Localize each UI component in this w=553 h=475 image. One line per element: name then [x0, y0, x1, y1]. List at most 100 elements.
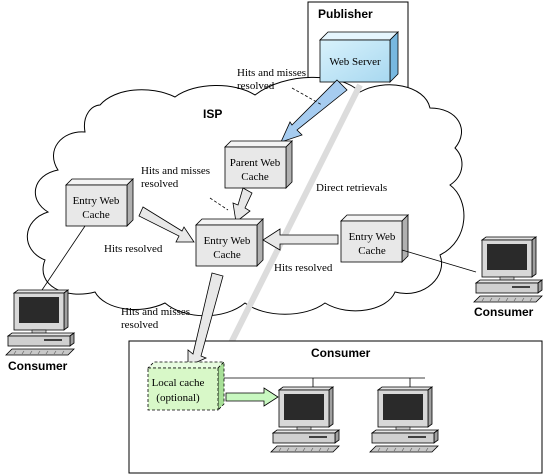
base-unit [7, 335, 71, 347]
parent-to-center-arrow [232, 187, 253, 223]
keyboard-key [425, 447, 429, 452]
monitor-side [63, 289, 69, 331]
monitor-screen [19, 297, 59, 323]
keyboard-key [29, 350, 33, 355]
disk-slot [408, 436, 426, 438]
web-server-label: Web Server [329, 56, 381, 68]
computer-local-1 [270, 386, 341, 453]
local-cache-line2: (optional) [156, 392, 200, 404]
web-server: Web Server [319, 31, 399, 83]
keyboard-key [278, 447, 282, 452]
computer-consumer-right [473, 236, 544, 303]
monitor-side [531, 236, 537, 278]
left-to-center-arrow [138, 206, 195, 243]
keyboard-key [61, 350, 65, 355]
keyboard-key [513, 297, 517, 302]
base-unit [272, 432, 336, 444]
keyboard-key [302, 447, 306, 452]
parent-cache-line1: Parent Web [230, 157, 281, 169]
base-unit [475, 282, 539, 294]
monitor-side [328, 386, 334, 428]
base-top [370, 429, 440, 434]
entry-right-line2: Cache [358, 245, 386, 257]
monitor-top [376, 386, 434, 391]
hits-misses-bottom-line1: Hits and misses [121, 306, 190, 318]
entry-left-line2: Cache [82, 209, 110, 221]
keyboard-key [417, 447, 421, 452]
hits-resolved-right: Hits resolved [274, 262, 333, 274]
keyboard-key [409, 447, 413, 452]
keyboard-key [13, 350, 17, 355]
keyboard-key [45, 350, 49, 355]
entry-cache-right: Entry Web Cache [340, 214, 409, 263]
keyboard-key [294, 447, 298, 452]
left-consumer-link [39, 225, 86, 294]
consumer-right-label: Consumer [474, 305, 534, 319]
local-cache-line1: Local cache [152, 377, 205, 389]
keyboard-key [393, 447, 397, 452]
monitor-top [12, 289, 70, 294]
keyboard-key [385, 447, 389, 452]
computer-consumer-left [5, 289, 76, 356]
keyboard-key [489, 297, 493, 302]
hits-misses-top-line1: Hits and misses [237, 67, 306, 79]
keyboard-key [377, 447, 381, 452]
keyboard-key [318, 447, 322, 452]
direct-retrieval-line [212, 83, 363, 377]
monitor-top [277, 386, 335, 391]
local-to-pc-arrow [225, 387, 279, 407]
base-top [6, 332, 76, 337]
disk-slot [512, 286, 530, 288]
entry-center-line2: Cache [213, 249, 241, 261]
parent-web-cache: Parent Web Cache [224, 140, 293, 189]
disk-slot [309, 436, 327, 438]
keyboard-key [310, 447, 314, 452]
hits-misses-mid-leader [209, 197, 229, 211]
keyboard-key [53, 350, 57, 355]
keyboard [369, 445, 439, 453]
entry-center-line1: Entry Web [204, 235, 251, 247]
keyboard [270, 445, 340, 453]
entry-cache-center: Entry Web Cache [195, 218, 264, 267]
entry-right-line1: Entry Web [349, 231, 396, 243]
monitor-top [480, 236, 538, 241]
base-top [474, 279, 544, 284]
hits-misses-top-leader [291, 87, 323, 106]
keyboard-key [286, 447, 290, 452]
hits-misses-mid-line2: resolved [141, 178, 179, 190]
keyboard-key [401, 447, 405, 452]
keyboard-key [497, 297, 501, 302]
consumer-left-label: Consumer [8, 359, 68, 373]
consumer-box-title: Consumer [311, 346, 371, 360]
monitor-side [427, 386, 433, 428]
keyboard-key [505, 297, 509, 302]
hits-misses-top-line2: resolved [237, 80, 275, 92]
hits-misses-mid-line1: Hits and misses [141, 165, 210, 177]
keyboard-key [326, 447, 330, 452]
parent-cache-line2: Cache [241, 171, 269, 183]
keyboard-key [529, 297, 533, 302]
monitor-screen [383, 394, 423, 420]
entry-cache-left: Entry Web Cache [65, 178, 134, 227]
computer-local-2 [369, 386, 440, 453]
keyboard-key [521, 297, 525, 302]
hits-resolved-left: Hits resolved [104, 243, 163, 255]
publisher-title: Publisher [318, 7, 373, 21]
isp-title: ISP [203, 107, 222, 121]
monitor-screen [284, 394, 324, 420]
entry-left-line1: Entry Web [73, 195, 120, 207]
local-cache: Local cache (optional) [147, 361, 225, 411]
hits-misses-bottom-line2: resolved [121, 319, 159, 331]
server-to-parent-arrow [280, 79, 348, 143]
monitor-screen [487, 244, 527, 270]
keyboard-key [37, 350, 41, 355]
keyboard [5, 348, 75, 356]
keyboard [473, 295, 543, 303]
keyboard-key [481, 297, 485, 302]
direct-retrievals-label: Direct retrievals [316, 182, 387, 194]
base-top [271, 429, 341, 434]
right-consumer-link [401, 249, 477, 273]
base-unit [371, 432, 435, 444]
right-to-center-arrow [262, 228, 339, 251]
